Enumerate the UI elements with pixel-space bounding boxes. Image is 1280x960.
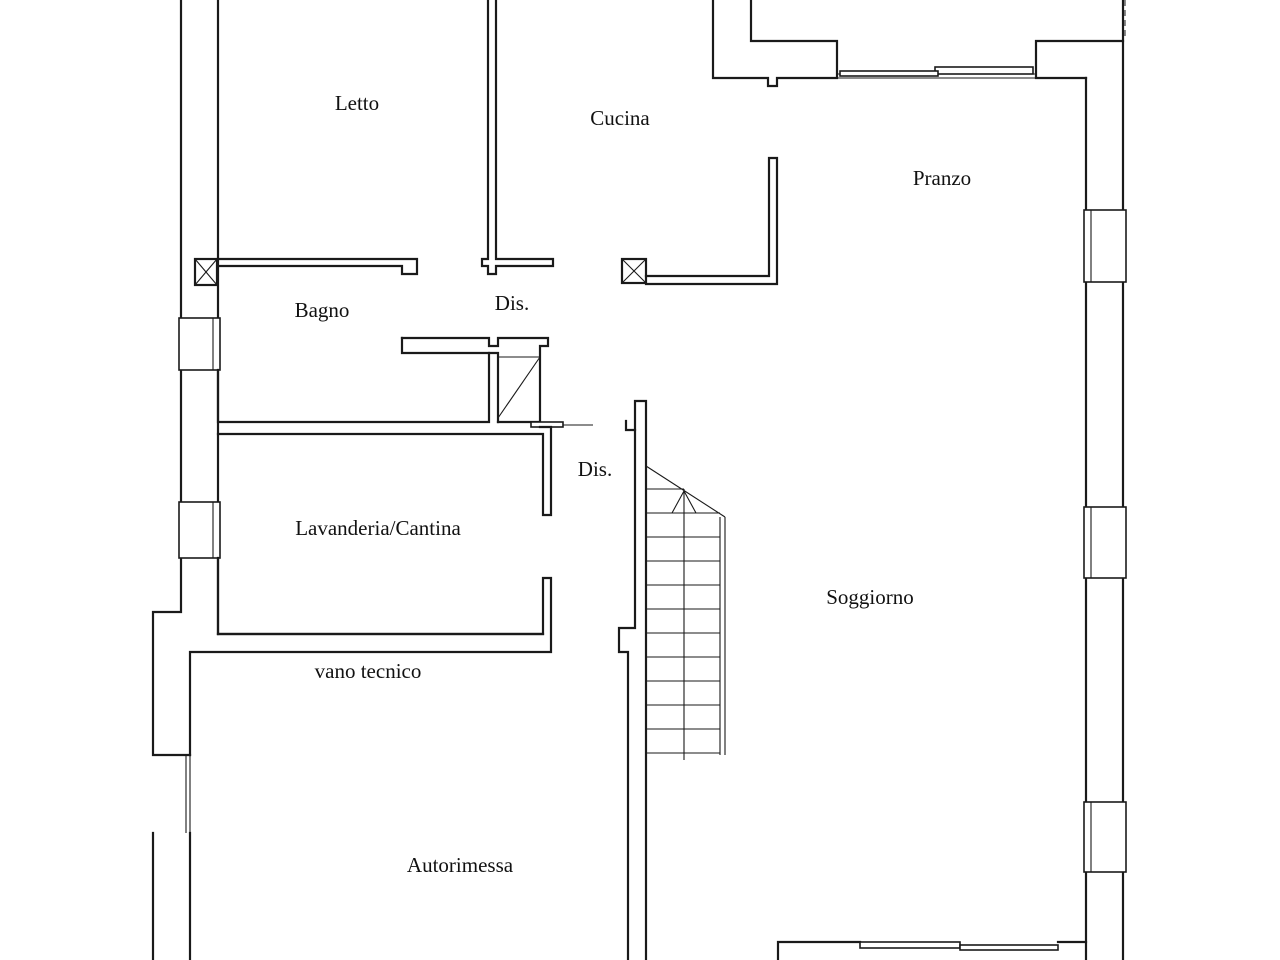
- shaft-cross-icon: [620, 257, 648, 285]
- west-window-lavanderia: [178, 501, 221, 559]
- east-window-soggiorno-2: [1083, 801, 1127, 873]
- partition-letto-bagno: [216, 257, 419, 276]
- room-label-cucina: Cucina: [590, 106, 650, 130]
- west-window-autorimessa: [185, 755, 191, 833]
- shaft-cross-icon: [193, 257, 219, 287]
- room-label-letto: Letto: [335, 91, 379, 115]
- east-exterior-wall: [1084, 39, 1125, 960]
- kitchen-partition: [644, 156, 779, 286]
- stair-wall: [617, 399, 648, 960]
- east-window-soggiorno-1: [1083, 506, 1127, 579]
- room-label-bagno: Bagno: [295, 298, 350, 322]
- east-window-pranzo: [1083, 209, 1127, 283]
- lavanderia-walls: [188, 425, 553, 757]
- south-wall-soggiorno: [776, 940, 1088, 960]
- bagno-closet-wall: [216, 336, 550, 424]
- north-window-pranzo: [837, 66, 1036, 79]
- staircase: [645, 465, 726, 760]
- room-label-dis-lower: Dis.: [578, 457, 612, 481]
- stair-arrow-icon: [671, 489, 697, 514]
- west-window-bagno: [178, 317, 221, 371]
- room-label-soggiorno: Soggiorno: [826, 585, 914, 609]
- room-label-autorimessa: Autorimessa: [407, 853, 514, 877]
- room-label-dis-upper: Dis.: [495, 291, 529, 315]
- partition-letto-cucina: [480, 0, 555, 276]
- room-label-lavanderia: Lavanderia/Cantina: [295, 516, 461, 540]
- room-label-vano-tecnico: vano tecnico: [315, 659, 422, 683]
- room-label-pranzo: Pranzo: [913, 166, 971, 190]
